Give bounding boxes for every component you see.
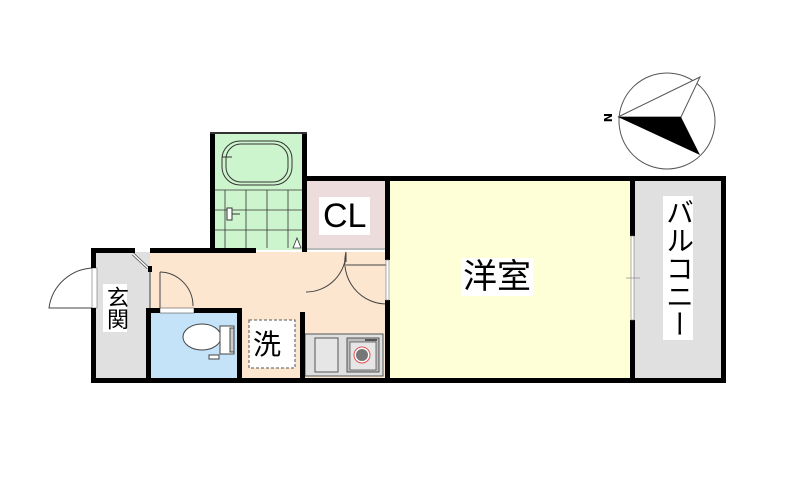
closet-label: CL <box>319 197 371 235</box>
balcony-label: バルコニー <box>662 196 695 340</box>
toilet-door-swing <box>159 271 194 307</box>
closet-door-swing <box>305 248 389 305</box>
room-door-opening <box>385 259 390 301</box>
toilet-icon <box>182 323 235 360</box>
compass-icon: N <box>601 72 716 170</box>
washbasin-area <box>248 319 296 369</box>
entry-door-opening <box>91 267 98 309</box>
washing-machine-icon <box>346 337 380 373</box>
sink-icon <box>314 337 339 373</box>
yoshitsu-label: 洋室 <box>461 257 533 297</box>
toilet-door-opening <box>159 307 195 314</box>
washbasin-label: 洗 <box>253 328 282 361</box>
shower-faucet-icon <box>226 207 240 221</box>
bathtub-icon <box>221 140 293 186</box>
walls <box>91 132 726 383</box>
genkan-label: 玄関 <box>103 284 128 332</box>
bath-door-marker <box>292 236 302 249</box>
entry-door-swing <box>48 267 96 309</box>
bath-floor-grid <box>214 189 302 248</box>
svg-text:N: N <box>601 113 614 122</box>
